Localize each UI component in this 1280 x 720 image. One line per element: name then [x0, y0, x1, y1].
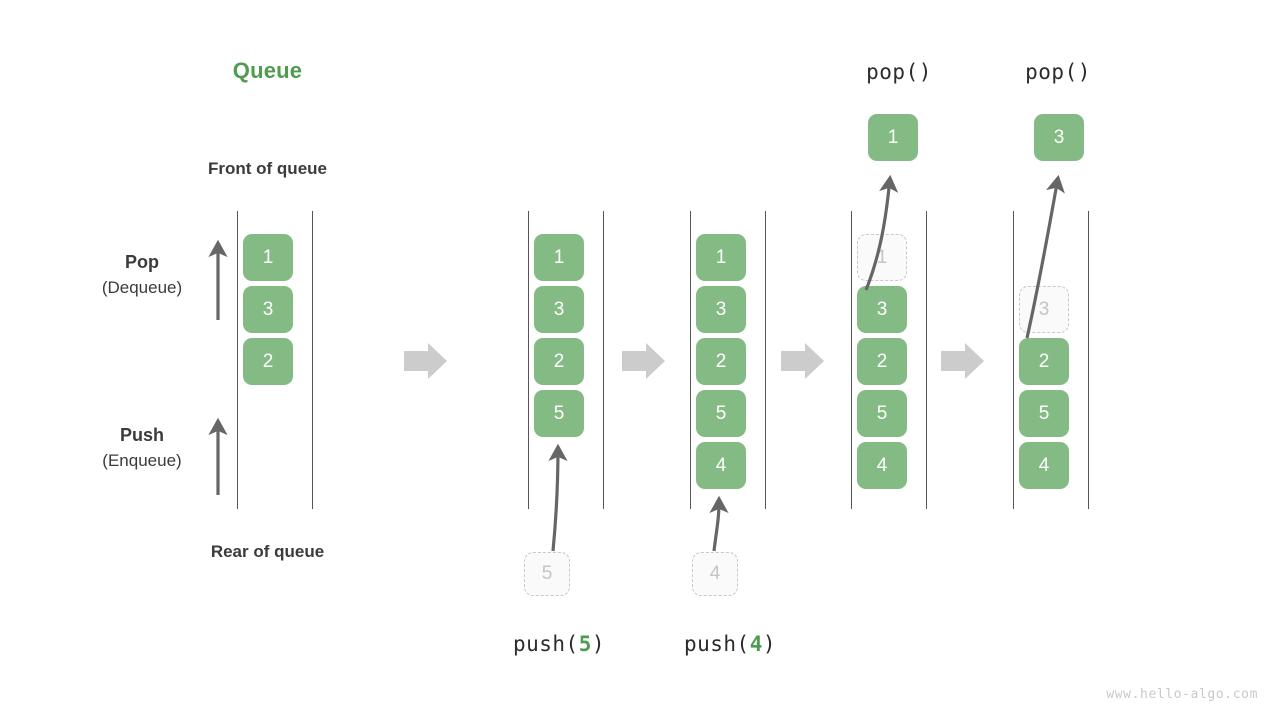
flow-arrow-1 — [404, 343, 447, 379]
pop-dequeue-label: Pop (Dequeue) — [42, 249, 242, 301]
queue-column-after-pop-1: 1 3 2 5 4 — [851, 211, 927, 509]
push-4-close: ) — [762, 632, 777, 656]
push-5-close: ) — [591, 632, 606, 656]
column-rail-left — [851, 211, 852, 509]
push-5-arg: 5 — [578, 632, 592, 656]
push-label-title: Push — [119, 425, 164, 445]
flow-arrow-4 — [941, 343, 984, 379]
push-4-arg: 4 — [749, 632, 763, 656]
queue-cell: 2 — [857, 338, 907, 385]
pop-caption-1: pop() — [866, 60, 932, 84]
queue-column-initial-queue: 1 3 2 — [237, 211, 313, 509]
watermark: www.hello-algo.com — [1106, 687, 1258, 702]
column-rail-left — [1013, 211, 1014, 509]
queue-cell: 2 — [243, 338, 293, 385]
push-label-sub: (Enqueue) — [102, 451, 182, 470]
column-rail-right — [1088, 211, 1089, 509]
push-4-fn: push( — [683, 632, 750, 656]
queue-cell: 2 — [1019, 338, 1069, 385]
queue-column-after-pop-3: 3 2 5 4 — [1013, 211, 1089, 509]
queue-cell: 5 — [1019, 390, 1069, 437]
incoming-element-4: 4 — [692, 552, 738, 596]
column-rail-right — [312, 211, 313, 509]
column-rail-right — [603, 211, 604, 509]
pop-caption-2: pop() — [1025, 60, 1091, 84]
queue-cell: 3 — [696, 286, 746, 333]
queue-cell: 3 — [243, 286, 293, 333]
queue-cell: 1 — [243, 234, 293, 281]
flow-arrow-2 — [622, 343, 665, 379]
push-5-fn: push( — [512, 632, 579, 656]
queue-cell: 5 — [857, 390, 907, 437]
queue-cell: 1 — [696, 234, 746, 281]
queue-cell-ghost: 1 — [857, 234, 907, 281]
queue-cell-ghost: 3 — [1019, 286, 1069, 333]
queue-cell: 2 — [696, 338, 746, 385]
column-rail-right — [765, 211, 766, 509]
column-rail-left — [237, 211, 238, 509]
push-5-caption: push(5) — [449, 632, 669, 656]
queue-cell: 3 — [534, 286, 584, 333]
queue-column-after-push-4: 1 3 2 5 4 — [690, 211, 766, 509]
column-rail-left — [528, 211, 529, 509]
popped-element-1: 1 — [868, 114, 918, 161]
push-enqueue-label: Push (Enqueue) — [42, 422, 242, 474]
rear-of-queue-label: Rear of queue — [210, 542, 325, 561]
popped-element-3: 3 — [1034, 114, 1084, 161]
queue-cell: 5 — [534, 390, 584, 437]
flow-arrow-3 — [781, 343, 824, 379]
queue-cell: 2 — [534, 338, 584, 385]
queue-cell: 4 — [696, 442, 746, 489]
queue-cell: 4 — [857, 442, 907, 489]
queue-cell: 3 — [857, 286, 907, 333]
queue-cell: 4 — [1019, 442, 1069, 489]
front-of-queue-label: Front of queue — [208, 159, 327, 178]
push-4-caption: push(4) — [620, 632, 840, 656]
queue-cell: 1 — [534, 234, 584, 281]
pop-label-sub: (Dequeue) — [101, 278, 183, 297]
column-rail-left — [690, 211, 691, 509]
incoming-element-5: 5 — [524, 552, 570, 596]
page-title: Queue — [232, 58, 303, 83]
queue-cell: 5 — [696, 390, 746, 437]
queue-column-after-push-5: 1 3 2 5 — [528, 211, 604, 509]
pop-label-title: Pop — [125, 252, 159, 272]
column-rail-right — [926, 211, 927, 509]
